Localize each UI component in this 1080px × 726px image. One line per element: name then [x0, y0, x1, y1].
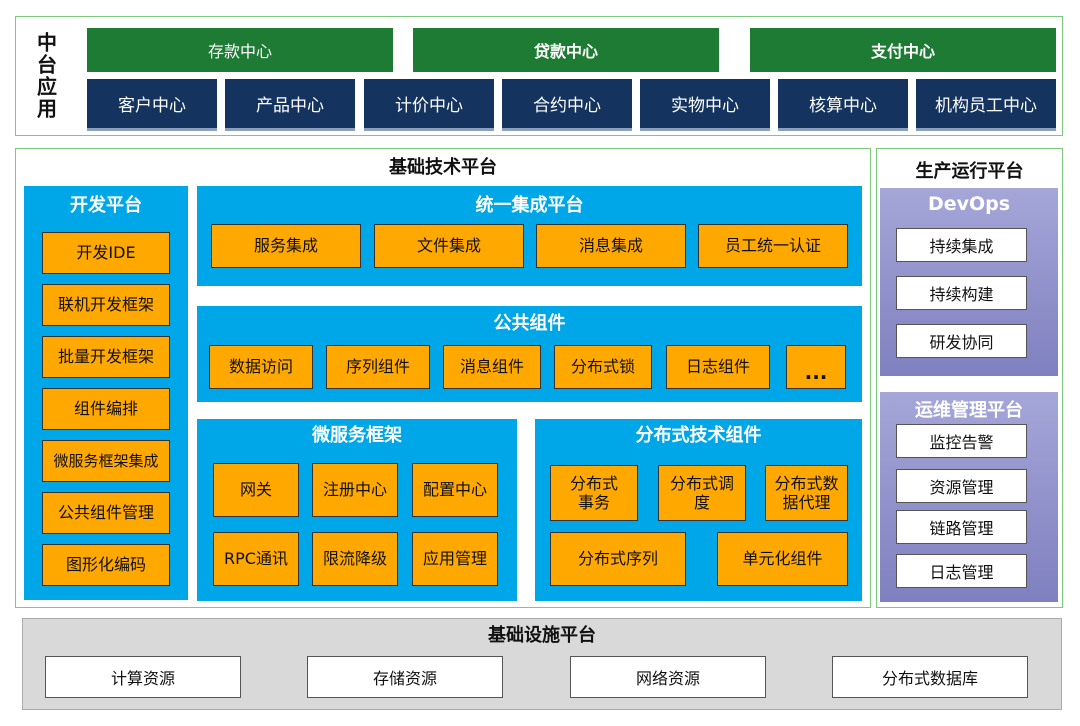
- rpc-communication[interactable]: RPC通讯: [213, 532, 299, 586]
- app-management[interactable]: 应用管理: [412, 532, 498, 586]
- monitor-alert[interactable]: 监控告警: [896, 424, 1027, 458]
- product-center[interactable]: 产品中心: [225, 79, 355, 131]
- infra-title: 基础设施平台: [488, 625, 596, 646]
- integration-title: 统一集成平台: [475, 195, 584, 216]
- continuous-integration[interactable]: 持续集成: [896, 228, 1027, 262]
- microservice-title: 微服务框架: [312, 425, 402, 446]
- resource-management[interactable]: 资源管理: [896, 469, 1027, 503]
- data-access[interactable]: 数据访问: [209, 345, 313, 389]
- distributed-title: 分布式技术组件: [635, 425, 762, 446]
- unitization-component[interactable]: 单元化组件: [717, 532, 848, 586]
- distributed-database[interactable]: 分布式数据库: [832, 656, 1028, 698]
- ops-title: 运维管理平台: [915, 400, 1023, 421]
- common-components-title: 公共组件: [493, 313, 566, 334]
- registry-center[interactable]: 注册中心: [312, 463, 398, 517]
- loan-center[interactable]: 贷款中心: [413, 28, 719, 72]
- message-component[interactable]: 消息组件: [443, 345, 541, 389]
- staff-unified-auth[interactable]: 员工统一认证: [698, 224, 848, 268]
- distributed-sequence[interactable]: 分布式序列: [550, 532, 686, 586]
- tech-platform-title: 基础技术平台: [389, 157, 497, 178]
- rate-limit-degrade[interactable]: 限流降级: [312, 532, 398, 586]
- middle-app-label: 中台应用: [33, 32, 58, 120]
- accounting-center[interactable]: 核算中心: [778, 79, 908, 131]
- service-integration[interactable]: 服务集成: [211, 224, 361, 268]
- continuous-build[interactable]: 持续构建: [896, 276, 1027, 310]
- message-integration[interactable]: 消息集成: [536, 224, 686, 268]
- prod-platform-title: 生产运行平台: [915, 161, 1024, 182]
- gateway[interactable]: 网关: [213, 463, 299, 517]
- distributed-lock[interactable]: 分布式锁: [554, 345, 652, 389]
- batch-dev-framework[interactable]: 批量开发框架: [42, 336, 170, 378]
- storage-resources[interactable]: 存储资源: [307, 656, 503, 698]
- distributed-data-proxy[interactable]: 分布式数 据代理: [765, 465, 848, 521]
- more-components[interactable]: ...: [786, 345, 846, 389]
- org-staff-center[interactable]: 机构员工中心: [916, 79, 1056, 131]
- config-center[interactable]: 配置中心: [412, 463, 498, 517]
- microservice-integration[interactable]: 微服务框架集成: [42, 440, 170, 482]
- compute-resources[interactable]: 计算资源: [45, 656, 241, 698]
- contract-center[interactable]: 合约中心: [502, 79, 632, 131]
- file-integration[interactable]: 文件集成: [374, 224, 524, 268]
- log-component[interactable]: 日志组件: [666, 345, 770, 389]
- log-management[interactable]: 日志管理: [896, 554, 1027, 588]
- online-dev-framework[interactable]: 联机开发框架: [42, 284, 170, 326]
- component-orchestration[interactable]: 组件编排: [42, 388, 170, 430]
- trace-management[interactable]: 链路管理: [896, 510, 1027, 544]
- dev-ide[interactable]: 开发IDE: [42, 232, 170, 274]
- pricing-center[interactable]: 计价中心: [364, 79, 494, 131]
- devops-title: DevOps: [927, 193, 1011, 215]
- distributed-transaction[interactable]: 分布式 事务: [550, 465, 638, 521]
- payment-center[interactable]: 支付中心: [750, 28, 1056, 72]
- deposit-center[interactable]: 存款中心: [87, 28, 393, 72]
- physical-center[interactable]: 实物中心: [640, 79, 770, 131]
- network-resources[interactable]: 网络资源: [570, 656, 766, 698]
- graphical-coding[interactable]: 图形化编码: [42, 544, 170, 586]
- dev-platform-title: 开发平台: [70, 195, 142, 216]
- common-component-mgmt[interactable]: 公共组件管理: [42, 492, 170, 534]
- rd-collaboration[interactable]: 研发协同: [896, 324, 1027, 358]
- distributed-scheduling[interactable]: 分布式调 度: [658, 465, 746, 521]
- customer-center[interactable]: 客户中心: [87, 79, 217, 131]
- sequence-component[interactable]: 序列组件: [326, 345, 430, 389]
